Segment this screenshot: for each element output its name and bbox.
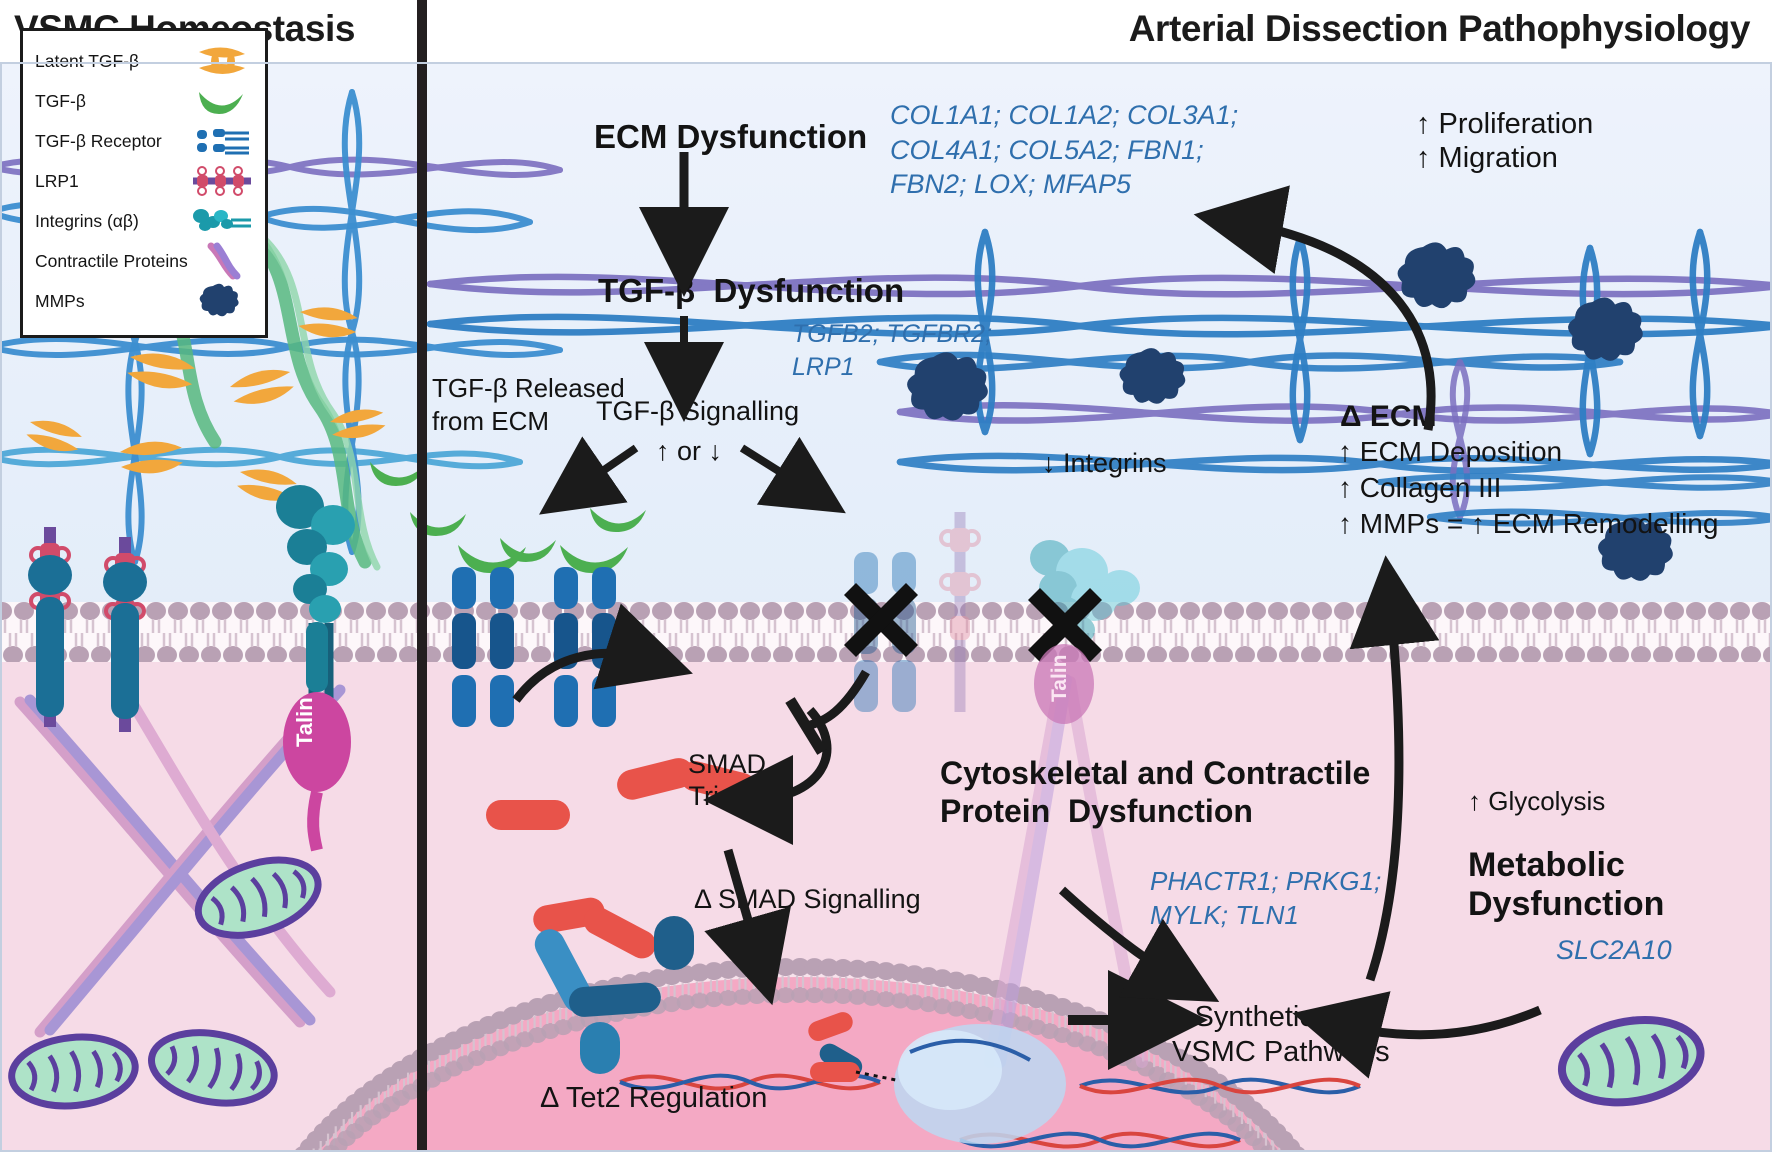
tgfb-icon bbox=[191, 84, 253, 118]
tgfb-released-label: TGF-β Released from ECM bbox=[432, 373, 625, 436]
proliferation-label: ↑ Proliferation bbox=[1416, 108, 1594, 140]
page-title-right: Arterial Dissection Pathophysiology bbox=[1128, 8, 1751, 49]
legend-label: MMPs bbox=[35, 290, 85, 311]
integrins-down-label: ↓ Integrins bbox=[1042, 448, 1167, 478]
legend-panel: Latent TGF-β TGF-β TGF-β Receptor LRP1 bbox=[20, 28, 268, 338]
delta-ecm-line-1: ↑ ECM Deposition bbox=[1338, 436, 1563, 467]
legend-item-mmps: MMPs bbox=[35, 281, 253, 321]
panel-divider bbox=[417, 0, 427, 1152]
plasma-membrane bbox=[0, 602, 1772, 664]
metabolic-dysfunction-title: Metabolic Dysfunction bbox=[1468, 846, 1665, 924]
cytoskeletal-dysfunction-title: Cytoskeletal and Contractile Protein Dys… bbox=[940, 755, 1371, 829]
integrin-icon bbox=[191, 204, 253, 238]
metabolic-gene: SLC2A10 bbox=[1556, 935, 1672, 965]
legend-label: TGF-β bbox=[35, 90, 86, 111]
legend-item-tgfb-receptor: TGF-β Receptor bbox=[35, 121, 253, 161]
cytoskeletal-gene-list: PHACTR1; PRKG1; MYLK; TLN1 bbox=[1150, 866, 1382, 930]
legend-item-tgfb: TGF-β bbox=[35, 81, 253, 121]
migration-label: ↑ Migration bbox=[1416, 142, 1558, 174]
mmp-icon bbox=[191, 283, 253, 318]
tgfb-dysfunction-label: TGF-β Dysfunction bbox=[598, 272, 905, 309]
delta-ecm-line-3: ↑ MMPs = ↑ ECM Remodelling bbox=[1338, 508, 1719, 539]
tgfb-signalling-label: TGF-β Signalling bbox=[596, 396, 800, 426]
tgfb-signalling-direction: ↑ or ↓ bbox=[656, 436, 723, 466]
legend-item-contractile-proteins: Contractile Proteins bbox=[35, 241, 253, 281]
lrp1-icon bbox=[191, 164, 253, 198]
synthetic-pathways-label: ↑ Synthetic VSMC Pathways bbox=[1172, 1001, 1390, 1068]
latent-tgfb-icon bbox=[191, 44, 253, 78]
talin-right-label: Talin bbox=[1048, 654, 1071, 702]
legend-label: LRP1 bbox=[35, 170, 79, 191]
legend-item-integrins: Integrins (αβ) bbox=[35, 201, 253, 241]
delta-ecm-title: Δ ECM bbox=[1340, 400, 1437, 433]
tgfb-gene-list: TGFB2; TGFBR2; LRP1 bbox=[792, 320, 993, 381]
ecm-dysfunction-label: ECM Dysfunction bbox=[594, 118, 868, 155]
smad-trimer-label: SMAD Trimer bbox=[688, 749, 767, 812]
ecm-gene-list: COL1A1; COL1A2; COL3A1; COL4A1; COL5A2; … bbox=[890, 100, 1239, 200]
delta-ecm-line-2: ↑ Collagen III bbox=[1338, 472, 1502, 503]
legend-label: Latent TGF-β bbox=[35, 50, 140, 71]
legend-label: Contractile Proteins bbox=[35, 250, 188, 271]
legend-label: Integrins (αβ) bbox=[35, 210, 139, 231]
tgfb-receptor-icon bbox=[191, 124, 253, 158]
legend-item-lrp1: LRP1 bbox=[35, 161, 253, 201]
contractile-protein-icon bbox=[191, 242, 253, 280]
legend-item-latent-tgfb: Latent TGF-β bbox=[35, 41, 253, 81]
legend-label: TGF-β Receptor bbox=[35, 130, 162, 151]
delta-smad-signalling-label: Δ SMAD Signalling bbox=[694, 884, 921, 914]
tet2-regulation-label: Δ Tet2 Regulation bbox=[540, 1082, 768, 1114]
glycolysis-label: ↑ Glycolysis bbox=[1468, 786, 1606, 816]
talin-left-label: Talin bbox=[292, 697, 317, 747]
